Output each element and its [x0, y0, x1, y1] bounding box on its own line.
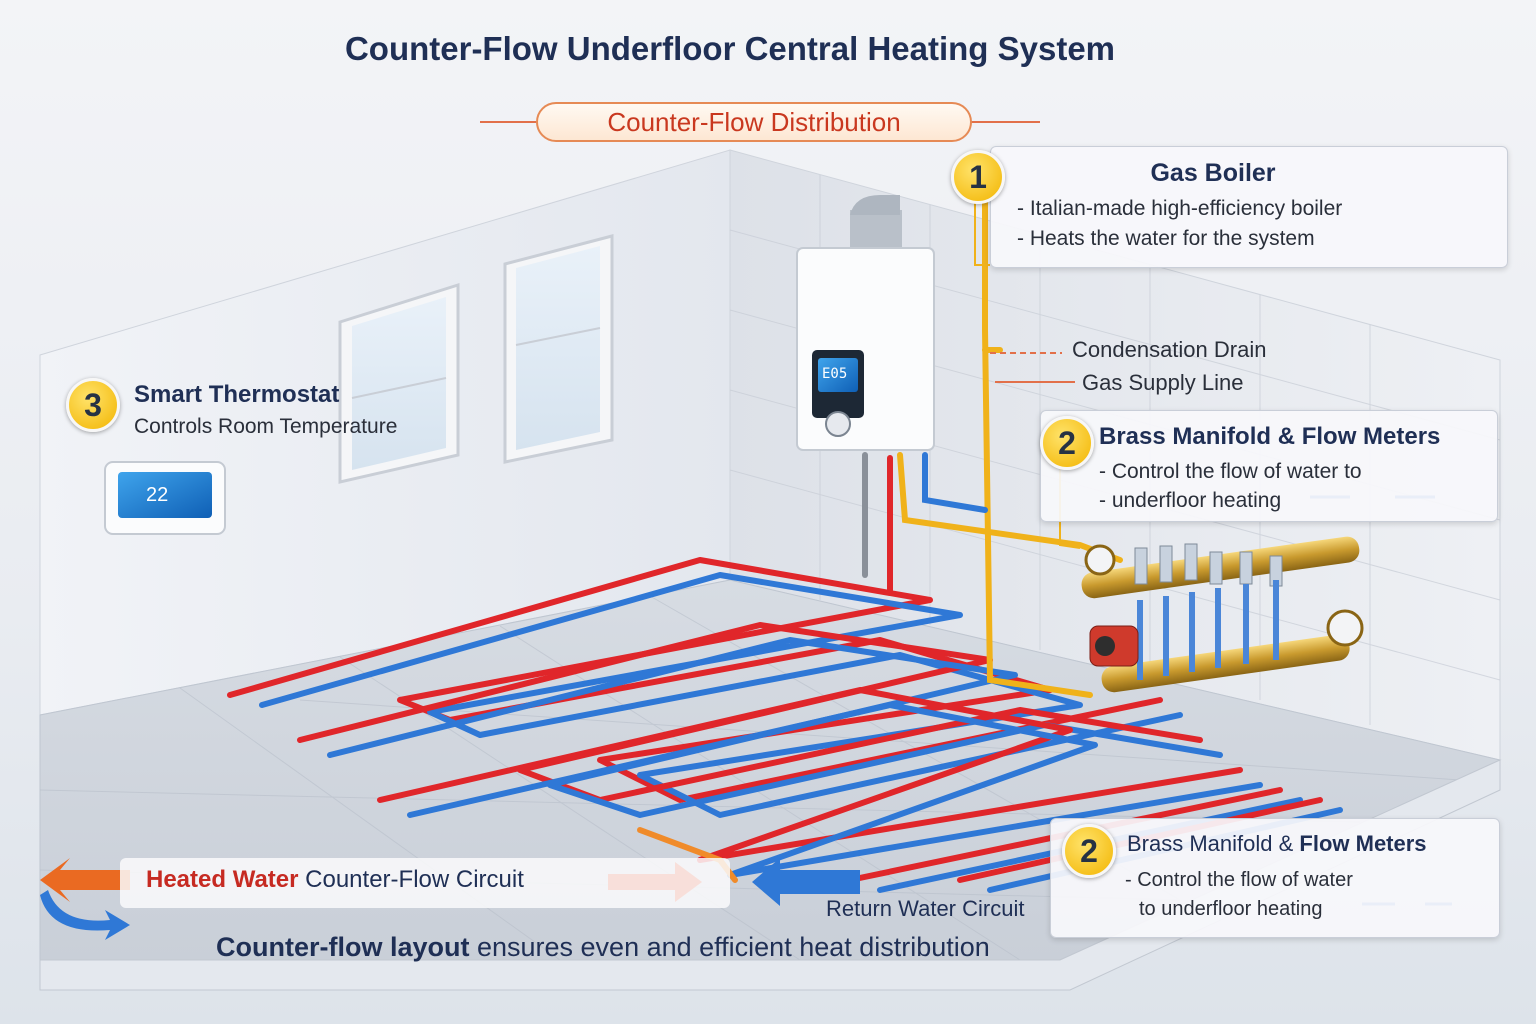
- window-left: [338, 282, 460, 484]
- boiler-display: E05: [822, 366, 848, 382]
- supply-loop-3: [377, 687, 1243, 863]
- manifold-callout-lower: Brass Manifold & Flow Meters - Control t…: [1050, 818, 1500, 938]
- heated-circuit-rest: Counter-Flow Circuit: [298, 866, 524, 893]
- subtitle-pill: Counter-Flow Distribution: [480, 102, 1040, 142]
- manifold-bullet-2: - underfloor heating: [1099, 489, 1282, 512]
- supply-loop-1: [227, 557, 1163, 803]
- manifold-lower-heading: Brass Manifold & Flow Meters: [1127, 831, 1427, 857]
- window-right: [503, 234, 614, 464]
- gas-boiler: [796, 195, 935, 451]
- badge-2: 2: [1040, 416, 1094, 470]
- gas-boiler-bullet-1: - Italian-made high-efficiency boiler: [1017, 197, 1343, 220]
- badge-1: 1: [951, 150, 1005, 204]
- gas-boiler-bullet-2: - Heats the water for the system: [1017, 227, 1315, 250]
- thermostat-text: Controls Room Temperature: [134, 415, 398, 438]
- return-circuit-label: Return Water Circuit: [826, 896, 1025, 921]
- heated-circuit-banner: [120, 858, 730, 908]
- manifold-lower-heading-light: Brass Manifold &: [1127, 831, 1300, 856]
- manifold-callout: Brass Manifold & Flow Meters - Control t…: [1040, 410, 1498, 522]
- manifold-lower-heading-bold: Flow Meters: [1299, 831, 1427, 856]
- thermostat-heading: Smart Thermostat: [134, 381, 340, 408]
- heated-circuit-label: Heated Water Counter-Flow Circuit: [146, 866, 524, 894]
- brass-manifold: [1081, 536, 1364, 693]
- bottom-caption: Counter-flow layout ensures even and eff…: [216, 932, 990, 963]
- smart-thermostat: [104, 461, 226, 535]
- badge-3: 3: [66, 378, 120, 432]
- manifold-bullet-1: - Control the flow of water to: [1099, 460, 1362, 483]
- bottom-caption-rest: ensures even and efficient heat distribu…: [469, 932, 990, 962]
- gas-supply-label: Gas Supply Line: [1082, 370, 1244, 395]
- page-title: Counter-Flow Underfloor Central Heating …: [344, 30, 1116, 67]
- pill-line-left: [480, 121, 536, 123]
- manifold-lower-bullet-2: to underfloor heating: [1139, 898, 1323, 920]
- gas-boiler-heading: Gas Boiler: [1150, 159, 1276, 187]
- manifold-heading: Brass Manifold & Flow Meters: [1099, 423, 1441, 450]
- manifold-lower-bullet-1: - Control the flow of water: [1125, 869, 1353, 891]
- return-loop-1: [259, 572, 1183, 818]
- return-loop-3: [407, 702, 1263, 878]
- badge-2-lower: 2: [1062, 824, 1116, 878]
- gas-boiler-callout: Gas Boiler - Italian-made high-efficienc…: [990, 146, 1508, 268]
- thermostat-display: 22: [146, 484, 169, 506]
- pill-line-right: [968, 121, 1040, 123]
- condensation-drain-label: Condensation Drain: [1072, 337, 1267, 362]
- bottom-caption-bold: Counter-flow layout: [216, 932, 470, 962]
- subtitle-text: Counter-Flow Distribution: [536, 102, 972, 142]
- leader-lines: [974, 200, 1081, 549]
- heated-circuit-red: Heated Water: [146, 866, 299, 893]
